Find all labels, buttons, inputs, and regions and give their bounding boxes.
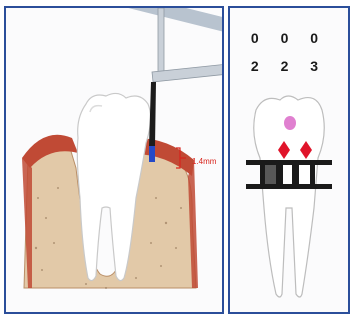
- probe-tip: [149, 146, 155, 162]
- chart-post-4: [310, 165, 315, 184]
- probe-shaft: [149, 82, 156, 146]
- pulp-marker: [284, 116, 296, 130]
- chart-bar-bottom: [246, 184, 332, 189]
- chart-fill-left: [265, 165, 276, 184]
- chart-post-1: [260, 165, 265, 184]
- probing-illustration-panel: 1.4mm: [4, 6, 224, 314]
- probe-arm-upper: [158, 8, 164, 78]
- probing-illustration: [6, 8, 222, 312]
- chart-bar-top: [246, 160, 332, 165]
- chart-tooth-diagram: [230, 8, 348, 312]
- chart-post-2: [276, 165, 283, 184]
- probing-chart-panel: 0 0 0 2 2 3: [228, 6, 350, 314]
- chart-post-3: [292, 165, 299, 184]
- measurement-label: 1.4mm: [192, 157, 216, 166]
